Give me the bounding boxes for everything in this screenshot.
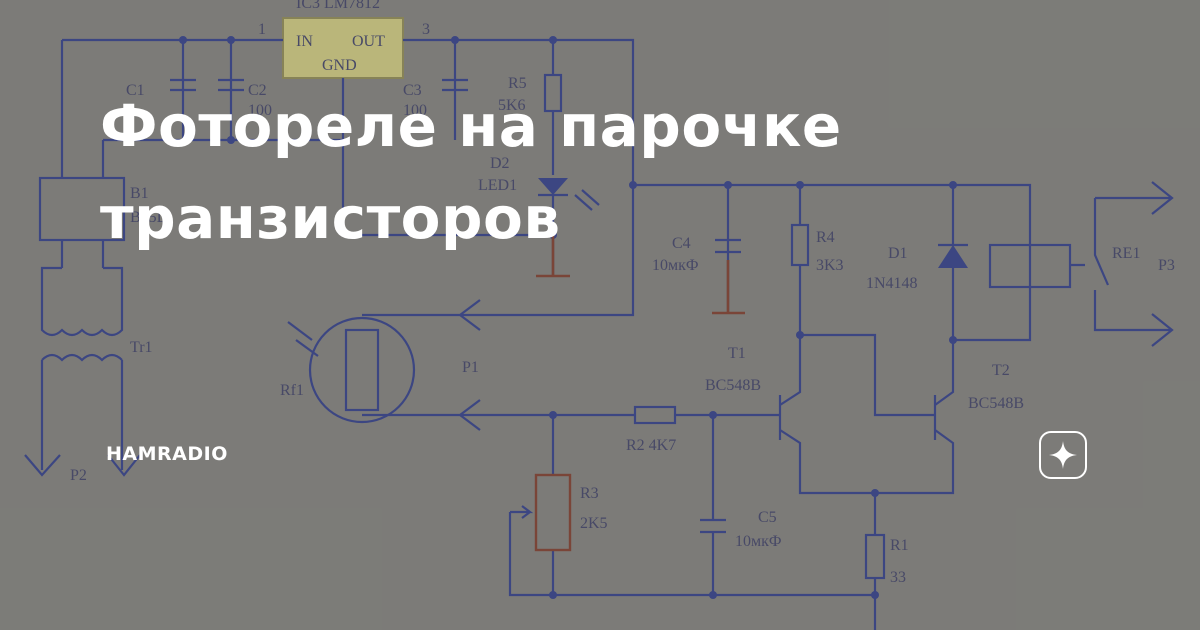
r1-value: 33 [890, 569, 906, 586]
t1-value: BC548B [705, 377, 761, 394]
d2-value: LED1 [478, 177, 517, 194]
tr1-label: Tr1 [130, 339, 153, 356]
b1-value: B25D [130, 209, 168, 226]
c3-label: C3 [403, 82, 422, 99]
zen-badge [1039, 431, 1087, 479]
r1-label: R1 [890, 537, 909, 554]
regulator-ref: IC3 LM7812 [296, 0, 380, 12]
c4-value: 10мкФ [652, 257, 699, 274]
c3-value: 100 [403, 102, 427, 119]
d1-value: 1N4148 [866, 275, 918, 292]
voltage-regulator [282, 17, 404, 79]
d2-label: D2 [490, 155, 510, 172]
c2-value: 100 [248, 102, 272, 119]
regulator-pin3: 3 [422, 21, 430, 38]
c2-label: C2 [248, 82, 267, 99]
r5-label: R5 [508, 75, 527, 92]
c5-value: 10мкФ [735, 533, 782, 550]
re1-label: RE1 [1112, 245, 1140, 262]
regulator-pin-gnd: GND [322, 57, 357, 74]
t2-label: T2 [992, 362, 1010, 379]
r3-label: R3 [580, 485, 599, 502]
regulator-pin1: 1 [258, 21, 266, 38]
r4-value: 3K3 [816, 257, 844, 274]
d1-label: D1 [888, 245, 908, 262]
c4-label: C4 [672, 235, 691, 252]
t2-value: BC548B [968, 395, 1024, 412]
p1-label: P1 [462, 359, 479, 376]
r2-label: R2 4K7 [626, 437, 676, 454]
regulator-pin-in: IN [296, 33, 313, 50]
sparkle-icon [1049, 441, 1077, 469]
c5-label: C5 [758, 509, 777, 526]
r5-value: 5K6 [498, 97, 526, 114]
regulator-pin-out: OUT [352, 33, 385, 50]
t1-label: T1 [728, 345, 746, 362]
p3-label: P3 [1158, 257, 1175, 274]
r4-label: R4 [816, 229, 835, 246]
r3-value: 2K5 [580, 515, 608, 532]
b1-label: B1 [130, 185, 149, 202]
article-title: Фотореле на парочке транзисторов [100, 92, 842, 252]
c1-label: C1 [126, 82, 145, 99]
source-label: HAMRADIO [106, 443, 228, 465]
rf1-label: Rf1 [280, 382, 304, 399]
p2-label: P2 [70, 467, 87, 484]
